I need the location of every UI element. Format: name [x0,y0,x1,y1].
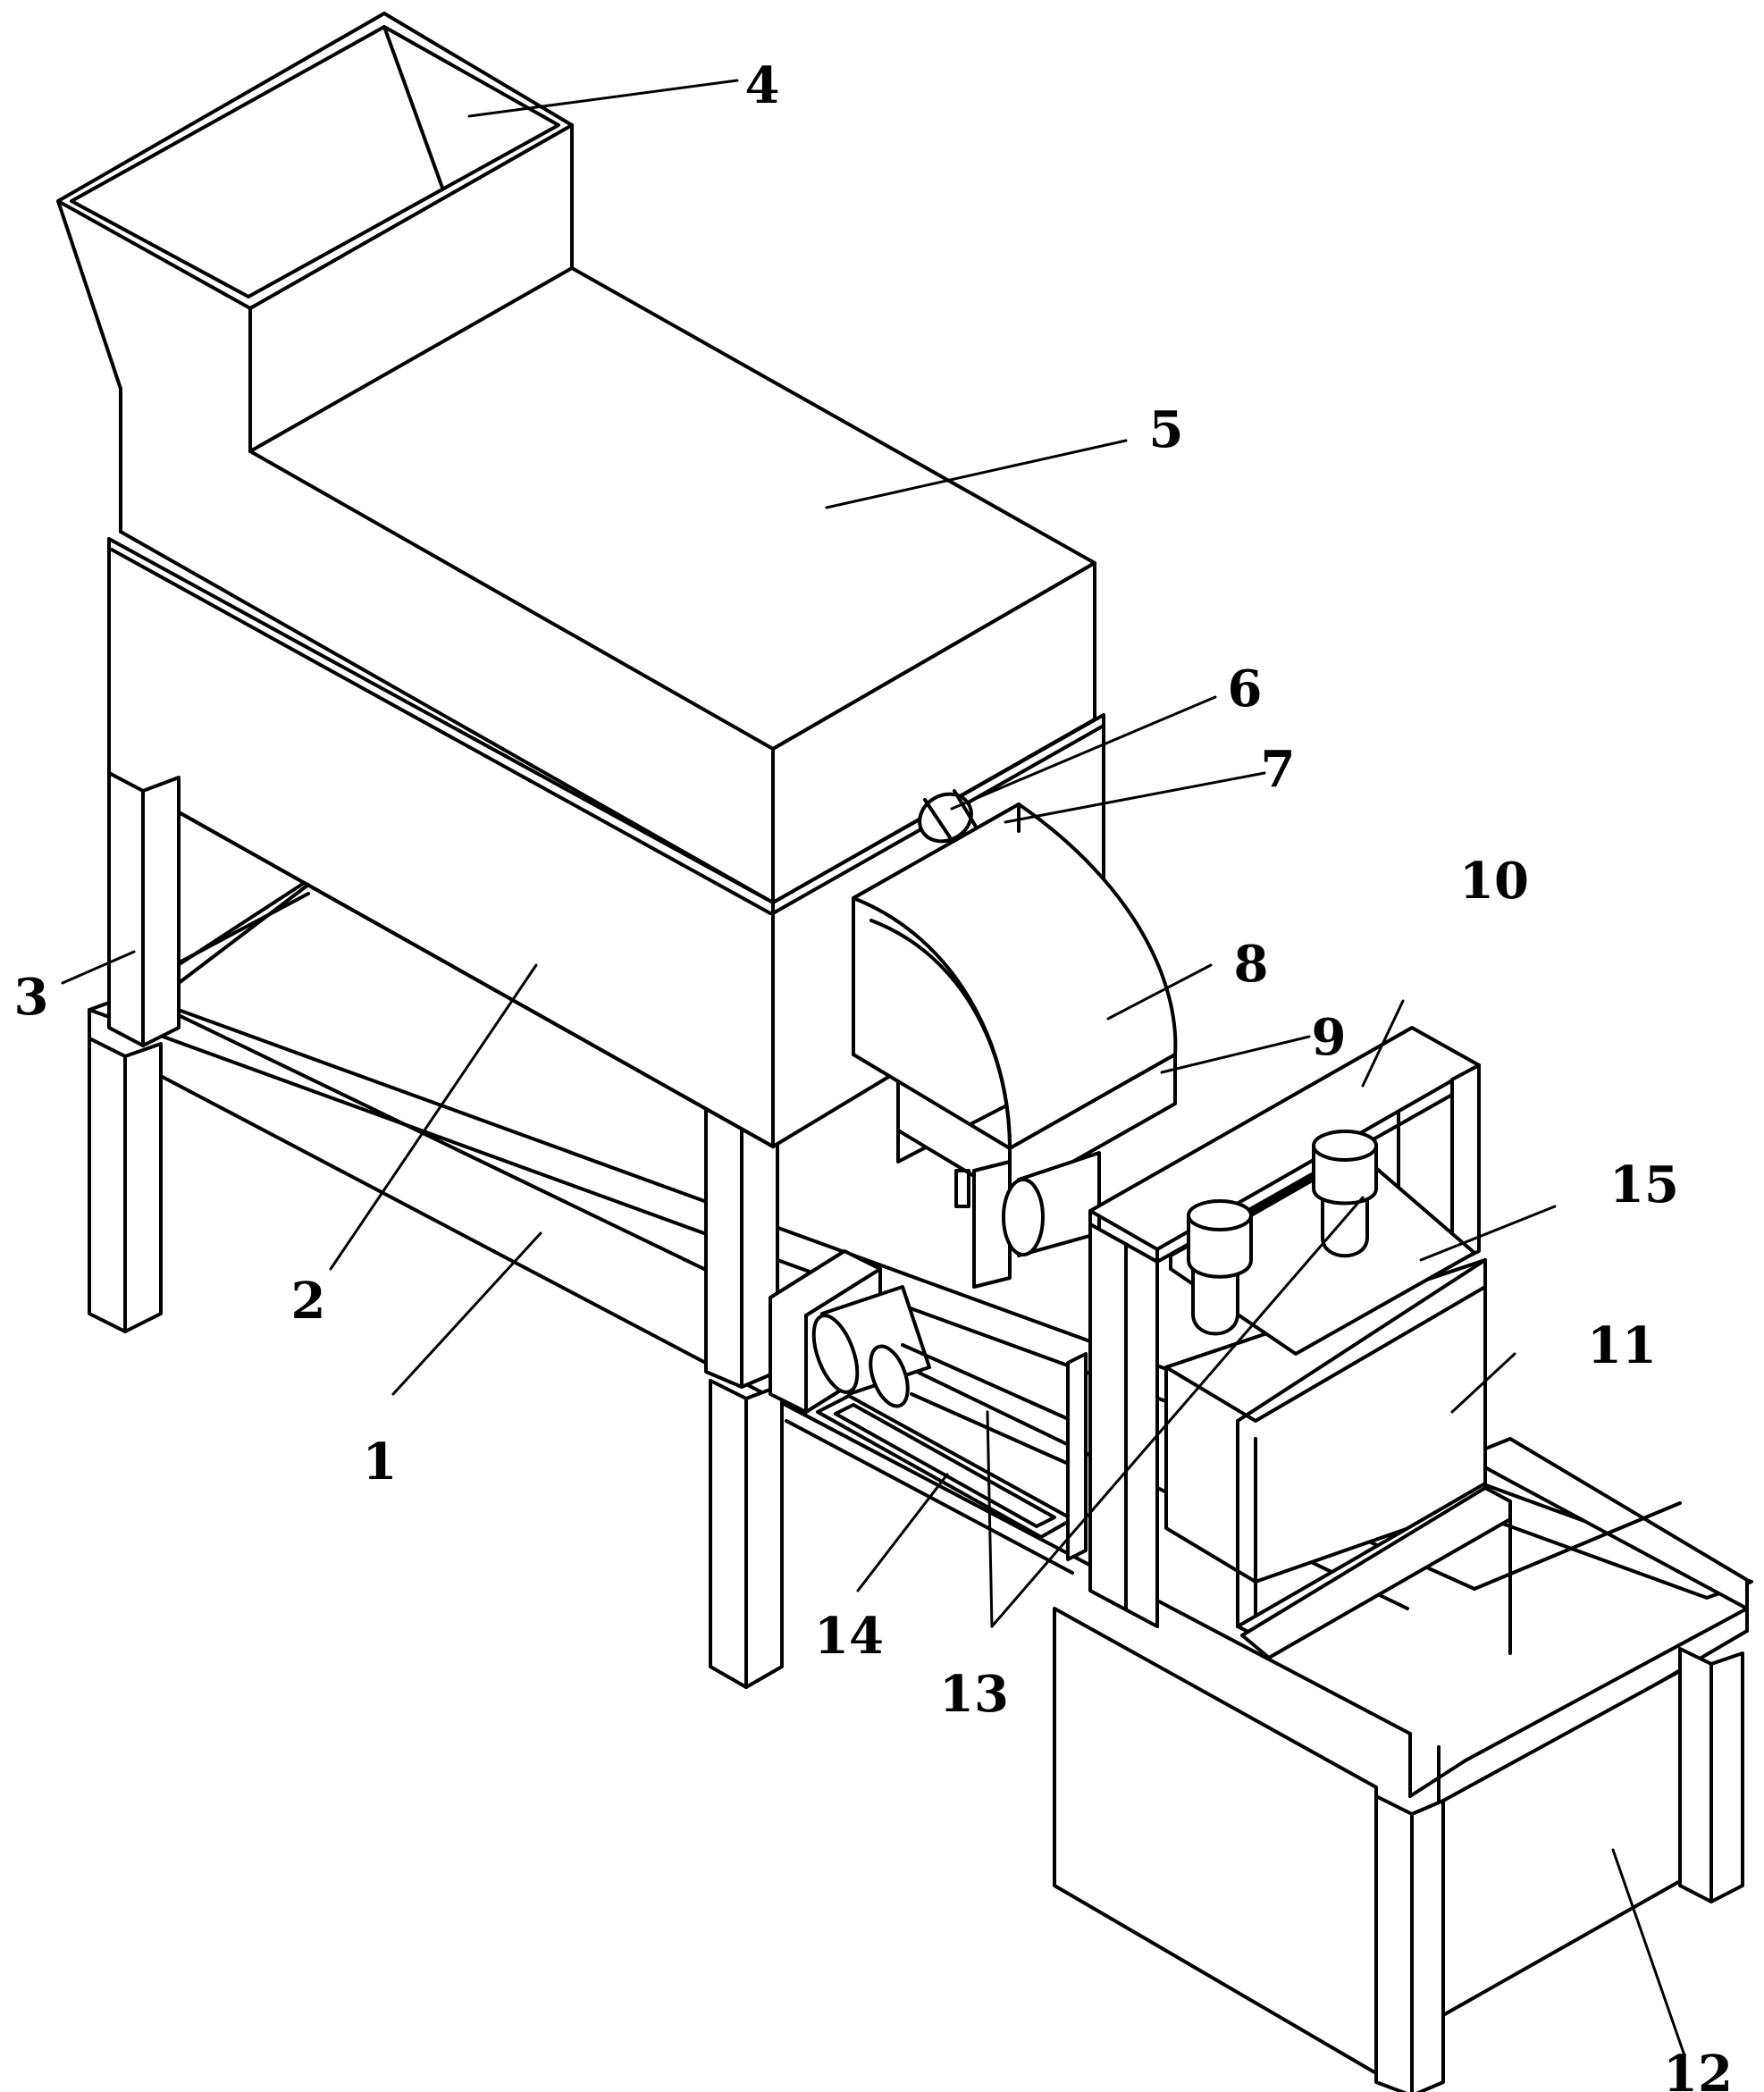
leader-8 [1106,963,1213,1021]
label-8: 8 [1234,935,1269,994]
label-10: 10 [1459,852,1529,911]
leader-13a [986,1410,994,1628]
label-14: 14 [814,1607,884,1666]
leader-7 [1004,771,1266,824]
label-3: 3 [14,968,49,1027]
leader-6 [950,695,1217,811]
callouts: 1 2 3 4 5 6 7 8 9 10 11 12 13 14 15 [14,56,1733,2092]
leader-5 [825,439,1128,509]
leader-9 [1160,1035,1311,1074]
leader-lines [61,79,1686,2057]
label-11: 11 [1587,1316,1657,1375]
label-15: 15 [1609,1155,1679,1214]
label-2: 2 [291,1272,326,1331]
label-6: 6 [1228,660,1263,718]
upper-housing [119,266,1096,904]
leader-2 [329,963,538,1271]
leader-12 [1611,1848,1686,2057]
lower-cylinder [769,1249,1074,1467]
label-9: 9 [1312,1008,1347,1067]
collection-box [1053,1500,1682,2075]
label-12: 12 [1663,2045,1733,2092]
leader-10 [1361,999,1405,1088]
mold-box [1164,1258,1512,1659]
press-frame [1066,1026,1481,1628]
leader-15 [1419,1205,1557,1262]
label-13: 13 [939,1665,1009,1724]
label-1: 1 [363,1432,398,1491]
leader-14 [856,1473,949,1592]
leader-3 [61,950,136,985]
press-rods [1187,1130,1378,1336]
label-4: 4 [745,56,780,115]
hopper [56,12,574,534]
label-7: 7 [1261,740,1296,799]
slide-rail [785,1394,1074,1575]
leader-11 [1450,1352,1516,1414]
upper-cylinder [954,1151,1101,1289]
leader-4 [467,79,739,118]
elbow-duct [852,802,1178,1199]
leader-13b [990,1196,1365,1628]
label-5: 5 [1149,400,1184,459]
leader-1 [391,1231,542,1396]
